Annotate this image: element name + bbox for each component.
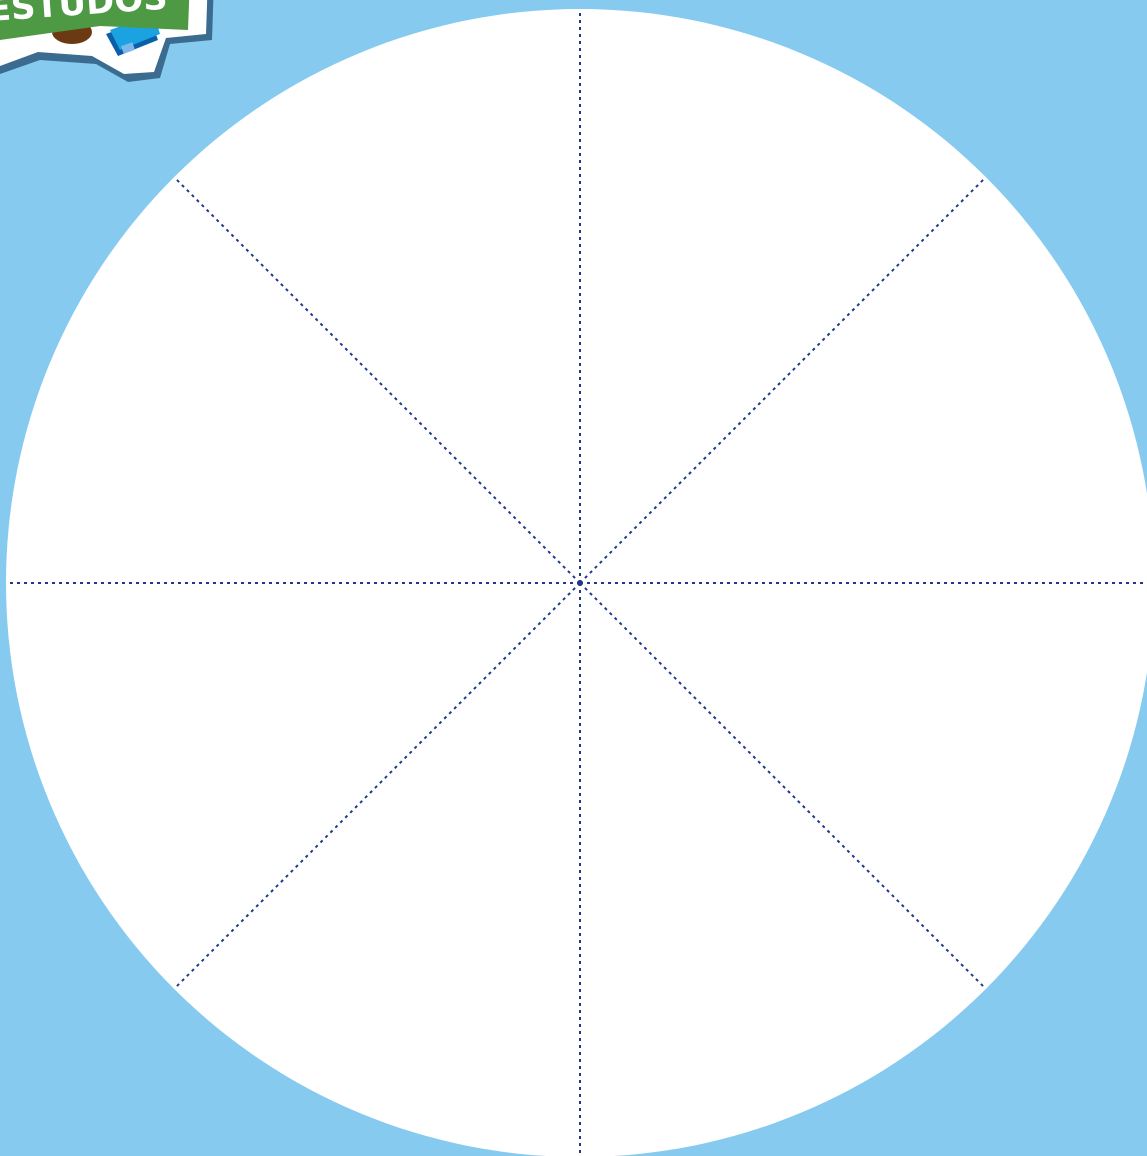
estudos-badge: ESTUDOS <box>0 0 230 90</box>
